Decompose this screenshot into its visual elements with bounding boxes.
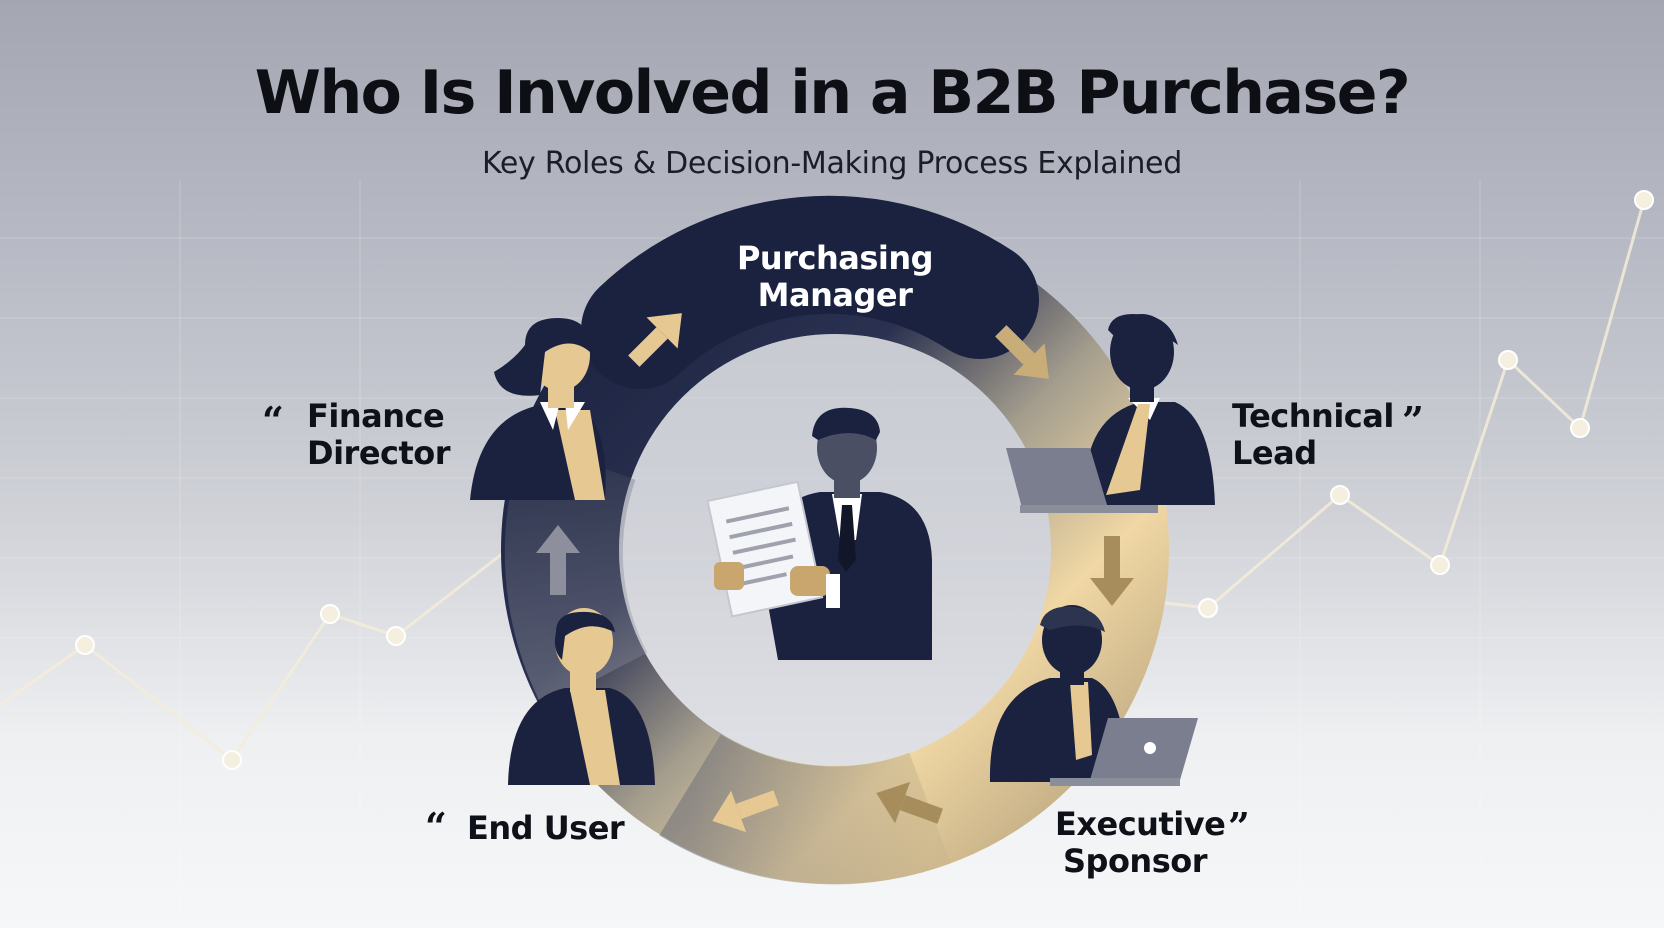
executive-sponsor-figure xyxy=(989,605,1198,786)
role-label-line: Finance xyxy=(307,397,445,435)
background-trend-line xyxy=(0,190,1654,770)
flow-arrows xyxy=(536,313,1134,833)
page-subtitle: Key Roles & Decision-Making Process Expl… xyxy=(482,146,1182,181)
close-quote-mark: ” xyxy=(1402,398,1424,443)
role-label-line: Sponsor xyxy=(1062,842,1208,880)
role-label-executive-sponsor: Executive Sponsor xyxy=(1055,805,1226,880)
role-label-line: Lead xyxy=(1232,434,1317,472)
arrow-left-icon xyxy=(876,781,943,824)
purchasing-manager-figure xyxy=(706,407,932,660)
role-label-line: Purchasing xyxy=(736,239,934,277)
arrow-up-icon xyxy=(536,525,580,595)
arrow-up-right-icon xyxy=(628,313,682,367)
arrow-down-icon xyxy=(1090,536,1134,606)
role-label-line: Director xyxy=(307,434,451,472)
laptop-icon xyxy=(1006,448,1158,513)
finance-director-figure xyxy=(470,318,606,500)
arrow-left-icon xyxy=(712,790,779,833)
close-quote-mark: ” xyxy=(1228,804,1250,849)
role-label-line: Technical xyxy=(1232,397,1394,435)
end-user-figure xyxy=(508,608,655,785)
role-label-technical-lead: Technical Lead xyxy=(1232,398,1394,472)
role-label-purchasing-manager: Purchasing Manager xyxy=(700,240,970,314)
role-label-line: Manager xyxy=(757,276,913,314)
page-title: Who Is Involved in a B2B Purchase? xyxy=(254,58,1411,128)
open-quote-mark: “ xyxy=(262,398,284,443)
role-label-finance-director: Finance Director xyxy=(307,397,451,472)
technical-lead-figure xyxy=(1006,314,1215,513)
role-label-end-user: End User xyxy=(467,809,625,847)
arrow-down-right-icon xyxy=(995,325,1049,379)
role-label-line: End User xyxy=(467,809,625,847)
role-label-line: Executive xyxy=(1055,805,1226,843)
open-quote-mark: “ xyxy=(425,804,447,849)
laptop-icon xyxy=(1050,718,1198,786)
